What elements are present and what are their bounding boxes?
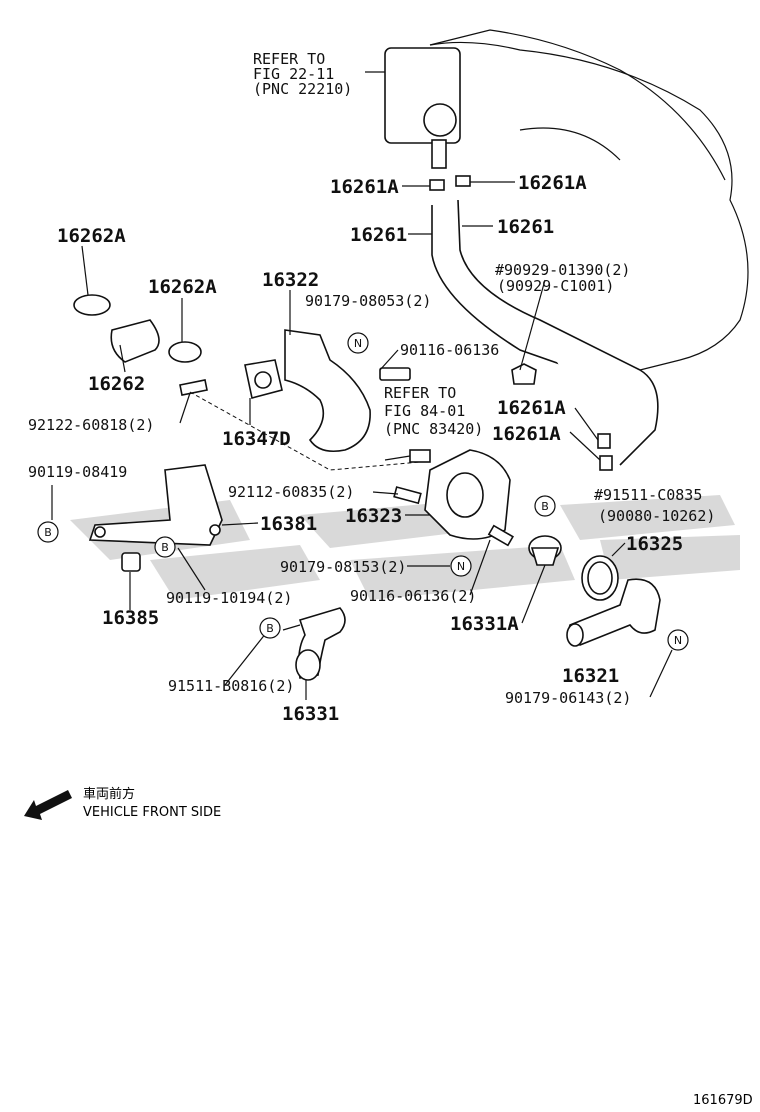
engine-block-outline xyxy=(429,29,749,371)
part-label-16261A-right: 16261A xyxy=(518,172,587,194)
throttle-body xyxy=(365,47,461,169)
part-label-16262A-a: 16262A xyxy=(57,225,126,247)
marker-b-4: B xyxy=(259,617,281,639)
svg-text:N: N xyxy=(354,337,362,350)
part-label-16325: 16325 xyxy=(626,533,683,555)
svg-text:N: N xyxy=(457,560,465,573)
part-label-16261-left: 16261 xyxy=(350,224,407,246)
svg-text:B: B xyxy=(44,526,52,539)
part-label-91511-B0816: 91511-B0816(2) xyxy=(168,677,294,695)
marker-b-2: B xyxy=(154,536,176,558)
part-label-16323: 16323 xyxy=(345,505,402,527)
water-outlet-16322 xyxy=(189,329,421,471)
svg-text:B: B xyxy=(541,500,549,513)
part-label-92112-60835: 92112-60835(2) xyxy=(228,483,354,501)
diagram-code: 161679D xyxy=(693,1093,753,1108)
part-label-16261A-left: 16261A xyxy=(330,176,399,198)
front-arrow-icon xyxy=(24,790,72,820)
part-label-16262: 16262 xyxy=(88,373,145,395)
refer-fig-84-01-line1: REFER TO xyxy=(384,384,456,402)
marker-n-2: N xyxy=(450,555,472,577)
vehicle-front-label-jp: 車両前方 xyxy=(83,786,135,802)
part-label-90119-08419: 90119-08419 xyxy=(28,463,127,481)
refer-fig-84-01-line2: FIG 84-01 xyxy=(384,402,465,420)
vehicle-front-label-en: VEHICLE FRONT SIDE xyxy=(83,805,221,820)
marker-b-3: B xyxy=(534,495,556,517)
part-label-90119-10194: 90119-10194(2) xyxy=(166,589,292,607)
part-label-92122-60818: 92122-60818(2) xyxy=(28,416,154,434)
water-inlet-pipe-16321 xyxy=(566,578,661,647)
part-label-16347D: 16347D xyxy=(222,428,291,450)
part-label-16261A-mid2: 16261A xyxy=(492,423,561,445)
pipe-16331 xyxy=(295,607,346,681)
marker-b-1: B xyxy=(37,521,59,543)
part-label-16261A-mid1: 16261A xyxy=(497,397,566,419)
refer-fig-22-11-line1: REFER TO xyxy=(253,50,325,68)
leader-lines xyxy=(51,181,673,700)
refer-fig-22-11-line2: FIG 22-11 xyxy=(253,65,334,83)
marker-n-3: N xyxy=(667,629,689,651)
hose-16262 xyxy=(73,294,208,396)
part-label-16381: 16381 xyxy=(260,513,317,535)
part-label-90179-06143: 90179-06143(2) xyxy=(505,689,631,707)
part-label-90179-08053: 90179-08053(2) xyxy=(305,292,431,310)
part-label-90929-C1001: (90929-C1001) xyxy=(497,277,614,295)
part-label-90116-06136-bot: 90116-06136(2) xyxy=(350,587,476,605)
part-label-16322: 16322 xyxy=(262,269,319,291)
svg-text:B: B xyxy=(266,622,274,635)
part-label-16331A: 16331A xyxy=(450,613,519,635)
thermostat-16331A xyxy=(528,535,562,566)
part-label-91511-C0835: #91511-C0835 xyxy=(594,486,702,504)
part-label-90116-06136-top: 90116-06136 xyxy=(400,341,499,359)
part-label-16261-right: 16261 xyxy=(497,216,554,238)
water-inlet-16323 xyxy=(393,449,514,547)
part-label-16262A-b: 16262A xyxy=(148,276,217,298)
part-label-90929-01390: #90929-01390(2) xyxy=(495,261,630,279)
marker-n-1: N xyxy=(347,332,369,354)
refer-fig-22-11-line3: (PNC 22210) xyxy=(253,80,352,98)
part-label-16321: 16321 xyxy=(562,665,619,687)
refer-fig-84-01-line3: (PNC 83420) xyxy=(384,420,483,438)
svg-text:N: N xyxy=(674,634,682,647)
part-label-16331: 16331 xyxy=(282,703,339,725)
part-label-16385: 16385 xyxy=(102,607,159,629)
gasket-16325 xyxy=(581,555,619,601)
svg-text:B: B xyxy=(161,541,169,554)
part-label-90179-08153: 90179-08153(2) xyxy=(280,558,406,576)
part-label-90080-10262: (90080-10262) xyxy=(598,507,715,525)
water-bypass-hoses xyxy=(429,175,659,471)
bracket-16381 xyxy=(88,464,223,572)
